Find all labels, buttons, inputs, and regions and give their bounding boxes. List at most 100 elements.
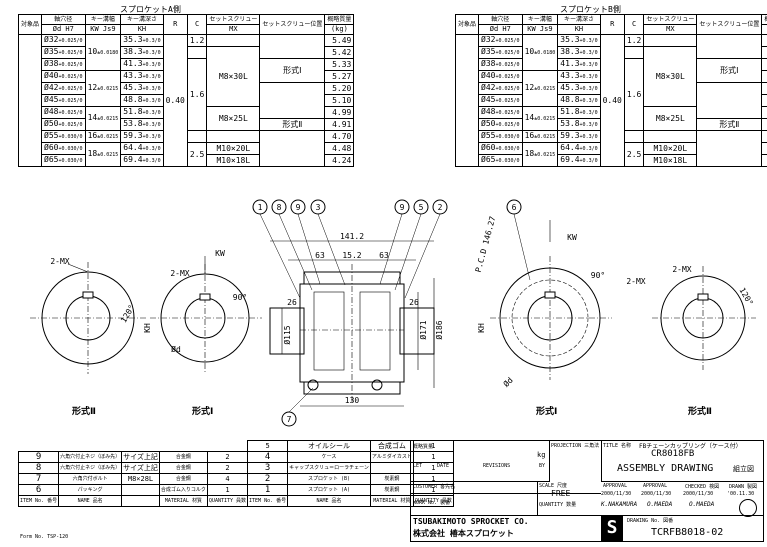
dim-mx-left2: 2-MX (170, 269, 189, 278)
drawn-label: DRAWN 製図 (729, 484, 758, 490)
dim-phid-left: Ød (171, 344, 181, 354)
dim-l1: 63 (315, 251, 325, 260)
col-model: 対象品 (17, 14, 43, 35)
dim-overall: 141.2 (340, 232, 364, 241)
dim-d171: Ø171 (418, 320, 428, 339)
dim-l2: 63 (379, 251, 389, 260)
revisions-label: REVISIONS (483, 463, 511, 469)
col-keyd: キー溝深さ (120, 14, 164, 25)
view-label-type2-left: 形式Ⅱ (72, 407, 96, 417)
col-bore: 軸穴径 (478, 14, 523, 25)
assembly-title: ASSEMBLY DRAWING (617, 463, 714, 474)
col-r: R (599, 14, 625, 35)
col-r: R (162, 14, 188, 35)
title-label: TITLE 名称 (603, 443, 632, 449)
col-mass: 概略質量 (761, 14, 767, 25)
col-keyd: キー溝深さ (557, 14, 601, 25)
balloon-6-text: 6 (512, 203, 517, 212)
projection-label: PROJECTION 三角法 (551, 443, 600, 449)
spec-table-b-caption: スプロケットB側 (560, 5, 621, 14)
work-no-label: WORK No. 製番 (413, 500, 451, 506)
view-label-type1-left: 形式Ⅰ (192, 407, 214, 417)
dim-mx-right: 2-MX (626, 277, 645, 286)
scale-value: FREE (551, 489, 571, 498)
balloon-1-text: 1 (258, 203, 263, 212)
dim-mx-left: 2-MX (50, 257, 69, 266)
dim-width: 130 (345, 396, 360, 405)
approval-stamp-icon (739, 499, 757, 517)
dim-ang90-right: 90° (591, 271, 605, 280)
spec-row: Ø42+0.025/045.3+0.3/05.20 (456, 82, 767, 119)
let-label: LET (413, 463, 423, 469)
drawing-no-label: DRAWING No. 図番 (627, 518, 674, 524)
signature-2: O.MAEDA (647, 501, 673, 508)
col-type: セットスクリュー位置 (259, 14, 326, 35)
mass-unit: kg (537, 451, 546, 459)
col-keyw: キー溝幅 (84, 14, 122, 25)
col-screw: セットスクリュー (643, 14, 698, 25)
dim-d186: Ø186 (434, 320, 444, 339)
col-mass: 概略質量 (324, 14, 355, 25)
date2: 2000/11/30 (641, 491, 672, 497)
by-label: BY (539, 463, 546, 469)
date3: 2000/11/30 (683, 491, 714, 497)
dim-mx-right2: 2-MX (672, 265, 691, 274)
col-screw: セットスクリュー (206, 14, 261, 25)
view-label-type2-right: 形式Ⅱ (688, 407, 712, 417)
col-type: セットスクリュー位置 (696, 14, 763, 35)
dim-kw-left: KW (215, 249, 225, 258)
dim-phid-right: Ød (501, 375, 515, 389)
col-c: C (623, 14, 645, 35)
col-model: 対象品 (454, 14, 480, 35)
date1: 2000/11/30 (601, 491, 632, 497)
dim-kh-right: KH (477, 323, 486, 333)
col-keyw: キー溝幅 (521, 14, 559, 25)
mass-label: 概略質量 (413, 444, 434, 450)
assembly-title-jp: 組立図 (733, 465, 754, 473)
dim-ang90-left: 90° (233, 293, 247, 302)
balloon-9a-text: 9 (296, 203, 301, 212)
col-bore: 軸穴径 (41, 14, 86, 25)
model-name: CR8018FB (651, 449, 695, 459)
date4: '00.11.30 (727, 491, 755, 497)
dim-gap: 15.2 (342, 251, 361, 260)
dim-d115: Ø115 (282, 325, 292, 344)
title-block: PROJECTION 三角法 TITLE 名称 FBチェーンカップリング（ケース… (410, 440, 764, 542)
drawing-number: TCRFB8018-02 (651, 527, 724, 538)
company-jp: 株式会社 椿本スプロケット (413, 529, 514, 538)
dim-flange: 26 (287, 298, 297, 307)
approval2-label: APPROVAL (643, 483, 668, 489)
customer-label: CUSTOMER 客先名 (413, 484, 456, 490)
company-logo: S (601, 515, 623, 541)
spec-table-a-caption: スプロケットA側 (120, 5, 181, 14)
col-c: C (186, 14, 208, 35)
balloon-5-text: 5 (419, 203, 424, 212)
dim-pcd: P.C.D 146.27 (474, 215, 498, 273)
form-number: Form No. TSP-120 (20, 534, 69, 540)
balloon-8-text: 8 (277, 203, 282, 212)
quantity-label: QUANTITY 数量 (539, 502, 577, 508)
balloon-2-text: 2 (438, 203, 443, 212)
approval1-label: APPROVAL (603, 483, 628, 489)
date-label: DATE (437, 463, 450, 469)
dim-kh-left: KH (143, 323, 152, 333)
dim-kw-right: KW (567, 233, 577, 242)
title-jp: FBチェーンカップリング（ケース付） (639, 443, 742, 450)
dim-ang120-right: 120° (737, 286, 754, 307)
signature-1: K.NAKAMURA (601, 501, 638, 508)
dim-flange2: 26 (409, 298, 419, 307)
company-en: TSUBAKIMOTO SPROCKET CO. (413, 517, 529, 526)
